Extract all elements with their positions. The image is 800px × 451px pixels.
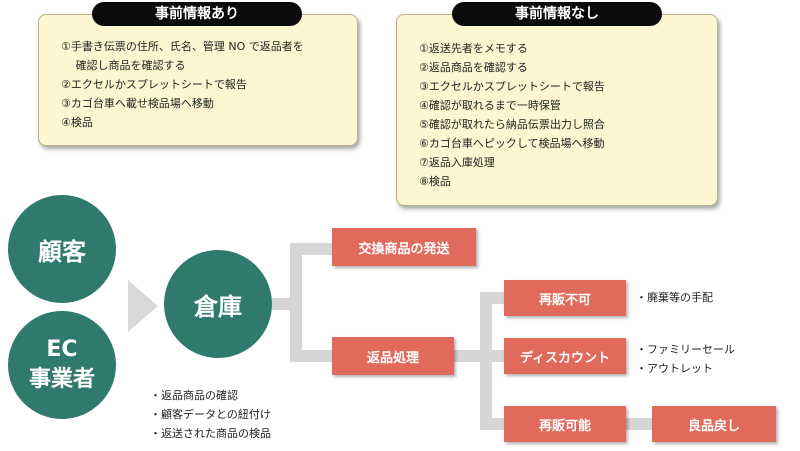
- warehouse-node: 倉庫: [164, 250, 272, 358]
- customer-node: 顧客: [8, 195, 116, 303]
- return-processing-box: 返品処理: [332, 337, 454, 375]
- list-item: ・ファミリーセール: [636, 343, 735, 356]
- ec-business-node: EC 事業者: [8, 311, 116, 419]
- list-item: ・返送された商品の検品: [150, 427, 271, 440]
- list-item: ④検品: [61, 116, 93, 129]
- list-item: ①返送先者をメモする: [419, 42, 528, 55]
- connector: [626, 418, 654, 430]
- list-item: ④確認が取れるまで一時保管: [419, 99, 561, 112]
- connector: [290, 243, 334, 255]
- list-item: ⑧検品: [419, 175, 451, 188]
- list-item: ③カゴ台車へ載せ検品場へ移動: [61, 97, 214, 110]
- discount-box: ディスカウント: [504, 338, 626, 374]
- restock-box: 良品戻し: [652, 406, 776, 442]
- arrow-right-icon: [128, 280, 158, 332]
- list-item: ①手書き伝票の住所、氏名、管理 NO で返品者を: [61, 40, 304, 53]
- not-resellable-notes: ・廃棄等の手配: [636, 288, 713, 307]
- list-item: ⑦返品入庫処理: [419, 156, 495, 169]
- list-item: 確認し商品を確認する: [61, 59, 186, 72]
- list-item: ②返品商品を確認する: [419, 61, 528, 74]
- connector: [454, 350, 488, 362]
- panel-without-prior-info-title: 事前情報なし: [452, 2, 662, 26]
- connector: [480, 292, 506, 304]
- connector: [480, 350, 506, 362]
- list-item: ・顧客データとの紐付け: [150, 408, 271, 421]
- resellable-box: 再販可能: [504, 406, 626, 442]
- list-item: ③エクセルかスプレットシートで報告: [419, 80, 605, 93]
- list-item: ②エクセルかスプレットシートで報告: [61, 78, 247, 91]
- list-item: ⑤確認が取れたら納品伝票出力し照合: [419, 118, 605, 131]
- panel-without-prior-info: ①返送先者をメモする ②返品商品を確認する ③エクセルかスプレットシートで報告 …: [396, 14, 718, 206]
- connector: [290, 243, 302, 362]
- not-resellable-box: 再販不可: [504, 280, 626, 316]
- list-item: ⑥カゴ台車へピックして検品場へ移動: [419, 137, 605, 150]
- panel-with-prior-info: ①手書き伝票の住所、氏名、管理 NO で返品者を 確認し商品を確認する ②エクセ…: [38, 14, 358, 146]
- warehouse-notes: ・返品商品の確認 ・顧客データとの紐付け ・返送された商品の検品: [150, 386, 271, 443]
- list-item: ・廃棄等の手配: [636, 291, 713, 304]
- list-item: ・返品商品の確認: [150, 389, 238, 402]
- connector: [290, 350, 334, 362]
- exchange-shipping-box: 交換商品の発送: [332, 228, 476, 266]
- panel-with-prior-info-title: 事前情報あり: [92, 2, 302, 26]
- connector: [480, 418, 506, 430]
- panel-without-prior-info-list: ①返送先者をメモする ②返品商品を確認する ③エクセルかスプレットシートで報告 …: [419, 39, 605, 191]
- panel-with-prior-info-list: ①手書き伝票の住所、氏名、管理 NO で返品者を 確認し商品を確認する ②エクセ…: [61, 37, 304, 132]
- list-item: ・アウトレット: [636, 362, 713, 375]
- discount-notes: ・ファミリーセール ・アウトレット: [636, 340, 735, 378]
